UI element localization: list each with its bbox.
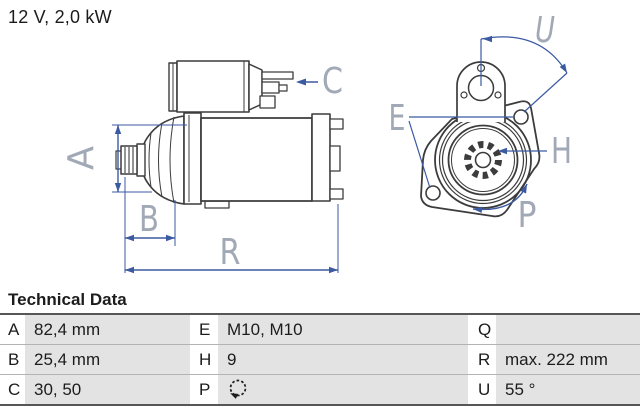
label-H: H [551,131,572,172]
solenoid-body [176,60,250,113]
table-key: H [190,345,218,374]
dimension-B: B [124,177,176,273]
table-key: A [0,315,25,344]
bolt-hole [425,185,441,201]
table-value: max. 222 mm [496,345,640,374]
mount-foot [204,200,230,209]
table-row: C 30, 50 P U 55 ° [0,374,640,404]
table-value: 9 [218,345,468,374]
table-key: P [190,375,218,404]
table-key: E [190,315,218,344]
label-C: C [322,61,343,102]
pinion-boss [136,143,146,177]
label-E: E [389,98,406,139]
table-value: 55 ° [496,375,640,404]
dimension-C: C [296,61,343,102]
flange-plate [183,112,202,205]
bolt-hole [513,109,529,125]
terminal-block [259,95,276,109]
dimension-R: R [125,204,339,274]
table-row: A 82,4 mm E M10, M10 Q [0,315,640,344]
front-view: E H U P [389,10,573,236]
label-R: R [220,232,241,273]
side-view: A B R C [61,60,344,274]
terminal-stud [261,71,294,80]
label-A: A [61,146,102,170]
table-key: R [468,345,496,374]
label-U: U [535,10,555,51]
dimension-U: U [480,10,568,113]
pinion-gear-front [464,141,502,179]
dimension-P: P [472,183,537,236]
terminal-block [261,81,280,94]
end-cap [311,113,331,202]
table-key: U [468,375,496,404]
table-value: 82,4 mm [25,315,190,344]
table-value: 30, 50 [25,375,190,404]
dimension-E: E [389,98,514,189]
motor-body [200,117,313,202]
table-value [496,315,640,344]
table-key: C [0,375,25,404]
dimension-H: H [498,131,572,172]
table-value [218,375,468,404]
label-B: B [139,199,159,240]
section-title: Technical Data [8,290,127,309]
table-row: B 25,4 mm H 9 R max. 222 mm [0,344,640,374]
product-title: 12 V, 2,0 kW [8,7,112,27]
table-value: 25,4 mm [25,345,190,374]
technical-data-table: A 82,4 mm E M10, M10 Q B 25,4 mm H 9 R m… [0,313,640,406]
table-key: B [0,345,25,374]
table-key: Q [468,315,496,344]
label-P: P [518,195,537,236]
starter-motor-technical-drawing: A B R C [61,10,573,274]
table-value: M10, M10 [218,315,468,344]
rotation-direction-icon [229,379,247,399]
dimension-A: A [61,124,187,193]
